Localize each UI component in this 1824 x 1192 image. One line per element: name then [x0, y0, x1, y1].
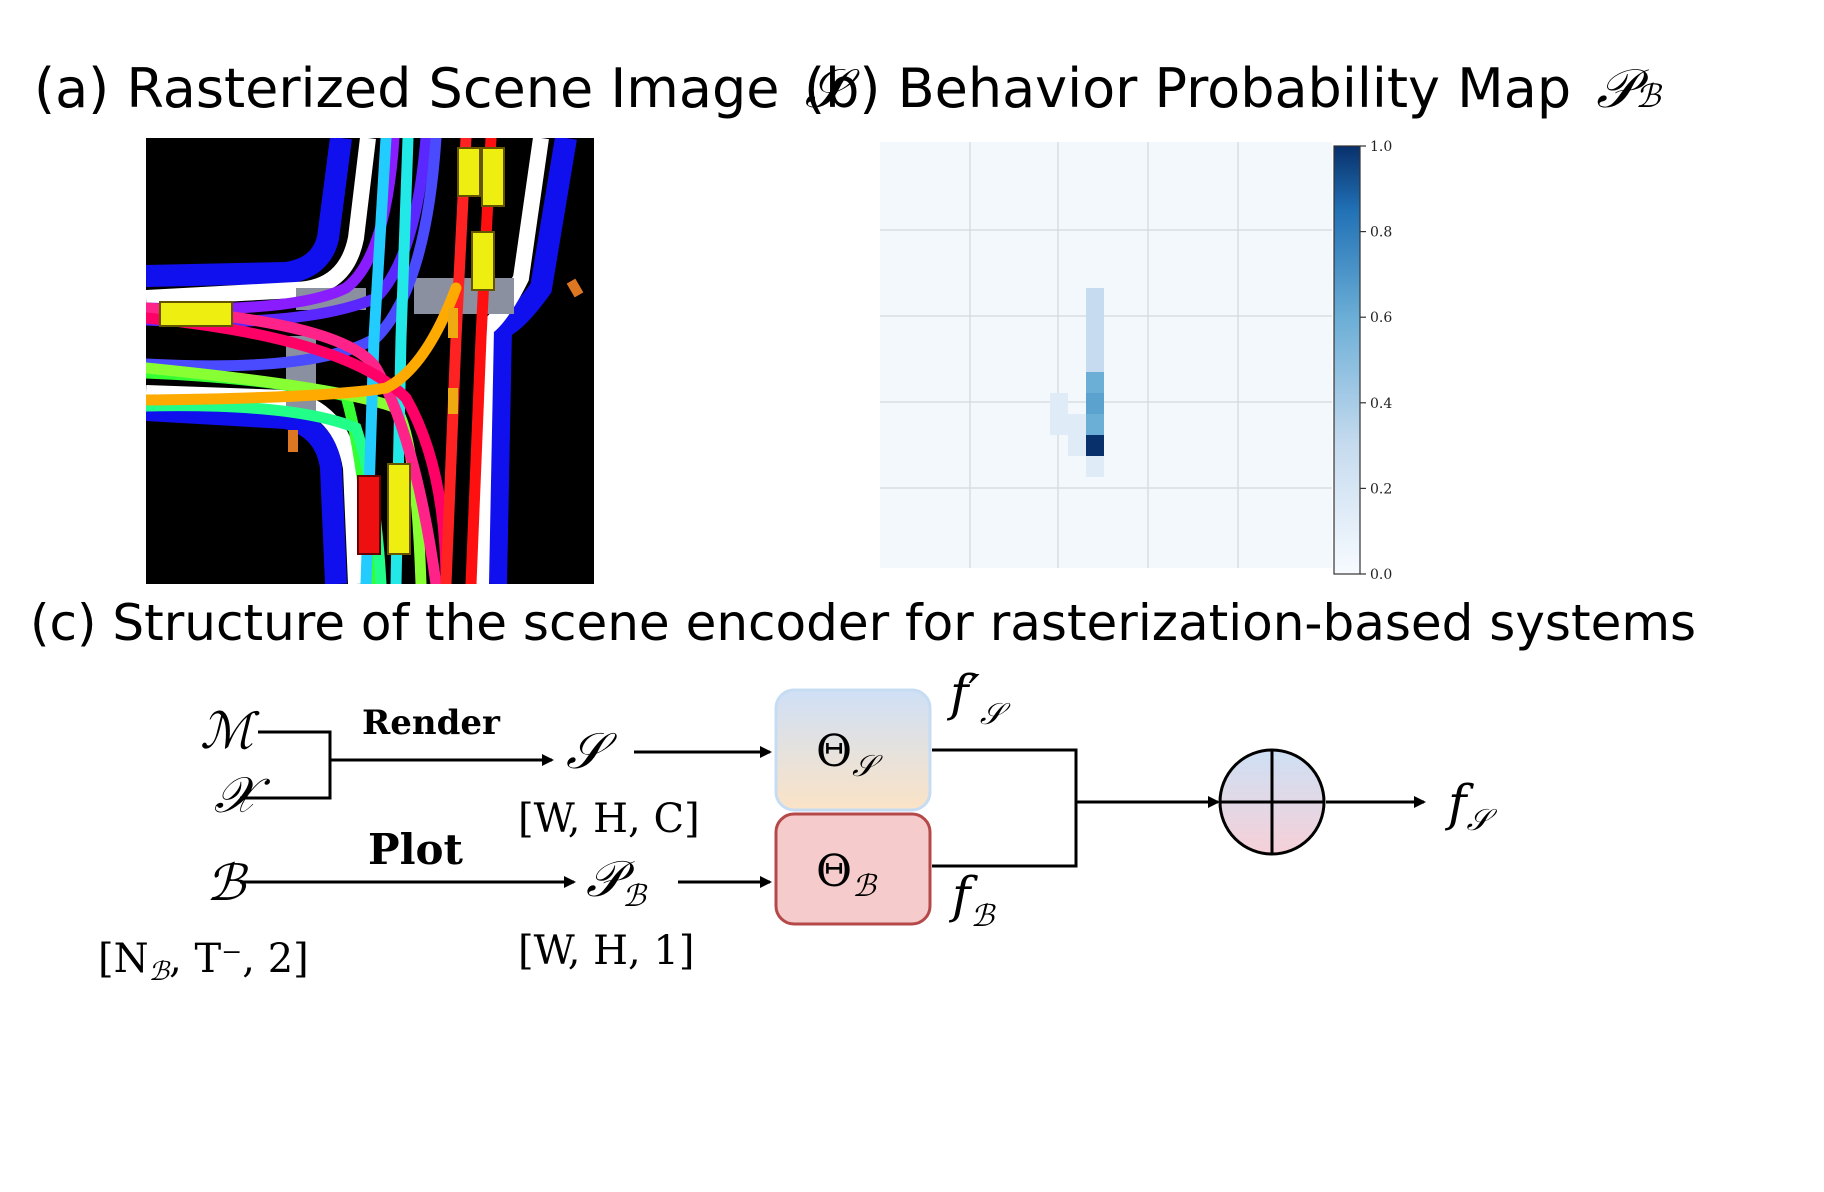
- heatmap-cell: [1068, 414, 1086, 435]
- plot-label: Plot: [368, 825, 464, 874]
- panel-a-title-text: (a) Rasterized Scene Image: [34, 57, 780, 120]
- behavior-shape-label: [Nℬ, T⁻, 2]: [98, 936, 309, 987]
- colorbar-tick-label: 1.0: [1370, 139, 1392, 155]
- colorbar: [1333, 145, 1361, 575]
- colorbar-tick-label: 0.0: [1370, 567, 1392, 583]
- behavior-probability-map: 0.0 0.2 0.4 0.6 0.8 1.0: [880, 139, 1392, 583]
- panel-b-title-symbol: 𝒫: [1596, 57, 1636, 120]
- colorbar-tick-label: 0.8: [1370, 225, 1392, 241]
- colorbar-ticks: 0.0 0.2 0.4 0.6 0.8 1.0: [1360, 139, 1392, 583]
- scene-encoder-box: [774, 688, 932, 812]
- heatmap-cell: [1086, 372, 1104, 393]
- probability-map-shape: [W, H, 1]: [518, 928, 695, 974]
- heatmap-cells: [1050, 288, 1104, 477]
- behavior-encoder-box: [774, 812, 932, 926]
- panel-b-title-subscript: ℬ: [1635, 77, 1661, 115]
- heatmap-plot-area: [880, 142, 1332, 568]
- panel-b-title: (b) Behavior Probability Map 𝒫ℬ: [804, 62, 1660, 116]
- heatmap-cell: [1086, 288, 1104, 309]
- heatmap-cell: [1050, 393, 1068, 414]
- input-agents-symbol: 𝒳: [214, 766, 271, 824]
- scene-image-shape: [W, H, C]: [518, 796, 700, 842]
- rasterized-scene-image: [146, 138, 594, 584]
- merge-connector: [932, 748, 1078, 868]
- input-map-symbol: ℳ: [200, 702, 260, 760]
- heatmap-cell: [1086, 393, 1104, 414]
- scene-feature-label: f′𝒮: [946, 664, 1011, 732]
- heatmap-cell: [1086, 351, 1104, 372]
- heatmap-cell: [1068, 435, 1086, 456]
- heatmap-cell: [1086, 414, 1104, 435]
- input-bracket: [240, 730, 332, 800]
- heatmap-cell: [1086, 330, 1104, 351]
- heatmap-cell: [1086, 456, 1104, 477]
- panel-a-title: (a) Rasterized Scene Image 𝒮: [34, 62, 846, 116]
- panel-c-title: (c) Structure of the scene encoder for r…: [30, 598, 1696, 648]
- heatmap-cell: [1086, 309, 1104, 330]
- behavior-encoder-label: Θℬ: [816, 846, 878, 904]
- panel-b-title-text: (b) Behavior Probability Map: [804, 57, 1572, 120]
- colorbar-tick-label: 0.2: [1370, 481, 1392, 497]
- scene-encoder-diagram: ℳ 𝒳 ℬ [Nℬ, T⁻, 2] Render 𝒮 [W, H, C] Plo…: [98, 664, 1498, 987]
- behavior-feature-label: fℬ: [948, 866, 997, 934]
- colorbar-tick-label: 0.4: [1370, 396, 1392, 412]
- heatmap-grid: [880, 142, 1332, 568]
- render-label: Render: [362, 703, 501, 743]
- scene-image-symbol: 𝒮: [566, 722, 618, 780]
- colorbar-tick-label: 0.6: [1370, 310, 1392, 326]
- output-feature-label: f𝒮: [1444, 774, 1498, 838]
- heatmap-cell: [1086, 435, 1104, 456]
- panel-c-title-text: (c) Structure of the scene encoder for r…: [30, 594, 1697, 652]
- probability-map-symbol: 𝒫ℬ: [586, 850, 648, 914]
- heatmap-cell: [1050, 414, 1068, 435]
- panel-a-title-symbol: 𝒮: [804, 57, 847, 120]
